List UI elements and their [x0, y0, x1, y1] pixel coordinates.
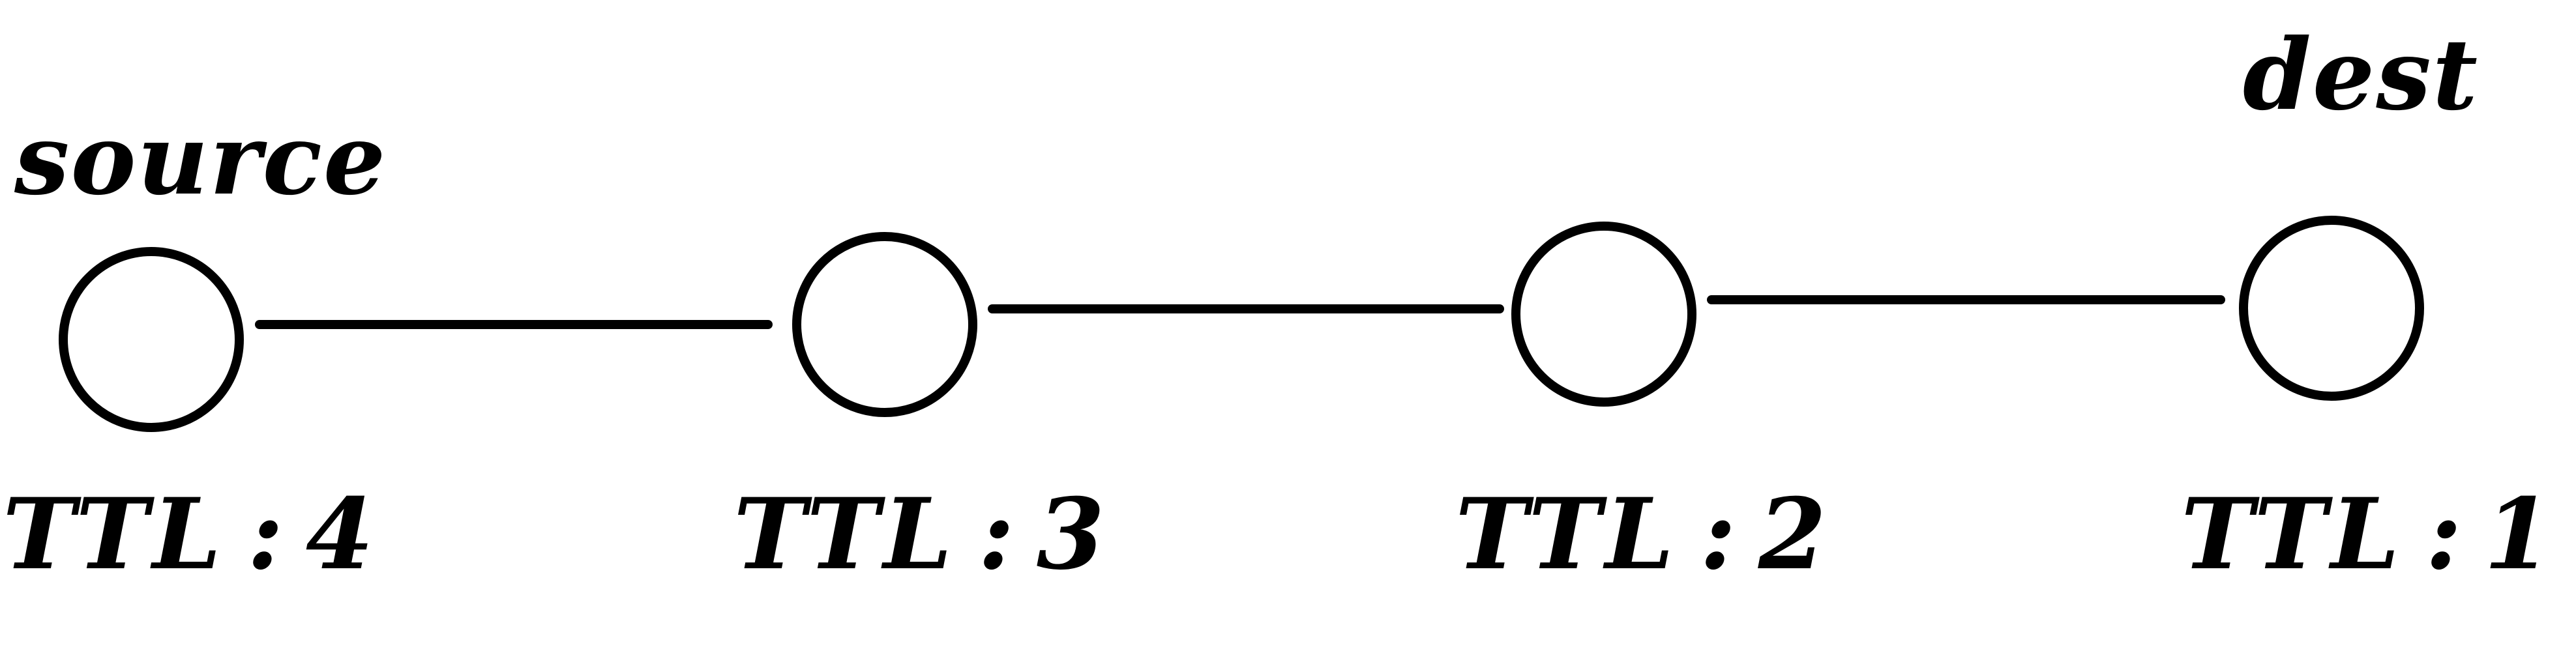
ttl-label-hop-2: TTL:2	[1455, 485, 1830, 583]
node-hop-1	[792, 232, 977, 417]
ttl-label-source: TTL:4	[3, 485, 378, 583]
source-label: source	[14, 102, 387, 217]
ttl-separator: :	[2425, 477, 2466, 592]
ttl-separator: :	[978, 477, 1018, 592]
ttl-label-dest: TTL:1	[2181, 485, 2556, 583]
node-source	[59, 247, 244, 432]
node-dest	[2239, 216, 2424, 401]
dest-label: dest	[2243, 18, 2480, 132]
node-hop-2	[1511, 222, 1696, 407]
ttl-text: TTL	[3, 477, 226, 592]
ttl-value: 4	[305, 477, 378, 592]
ttl-text: TTL	[2181, 477, 2404, 592]
ttl-separator: :	[1700, 477, 1740, 592]
ttl-value: 2	[1758, 477, 1831, 592]
ttl-value: 3	[1036, 477, 1109, 592]
ttl-text: TTL	[1455, 477, 1678, 592]
ttl-label-hop-1: TTL:3	[733, 485, 1108, 583]
ttl-separator: :	[247, 477, 288, 592]
ttl-value: 1	[2483, 477, 2556, 592]
ttl-text: TTL	[733, 477, 956, 592]
